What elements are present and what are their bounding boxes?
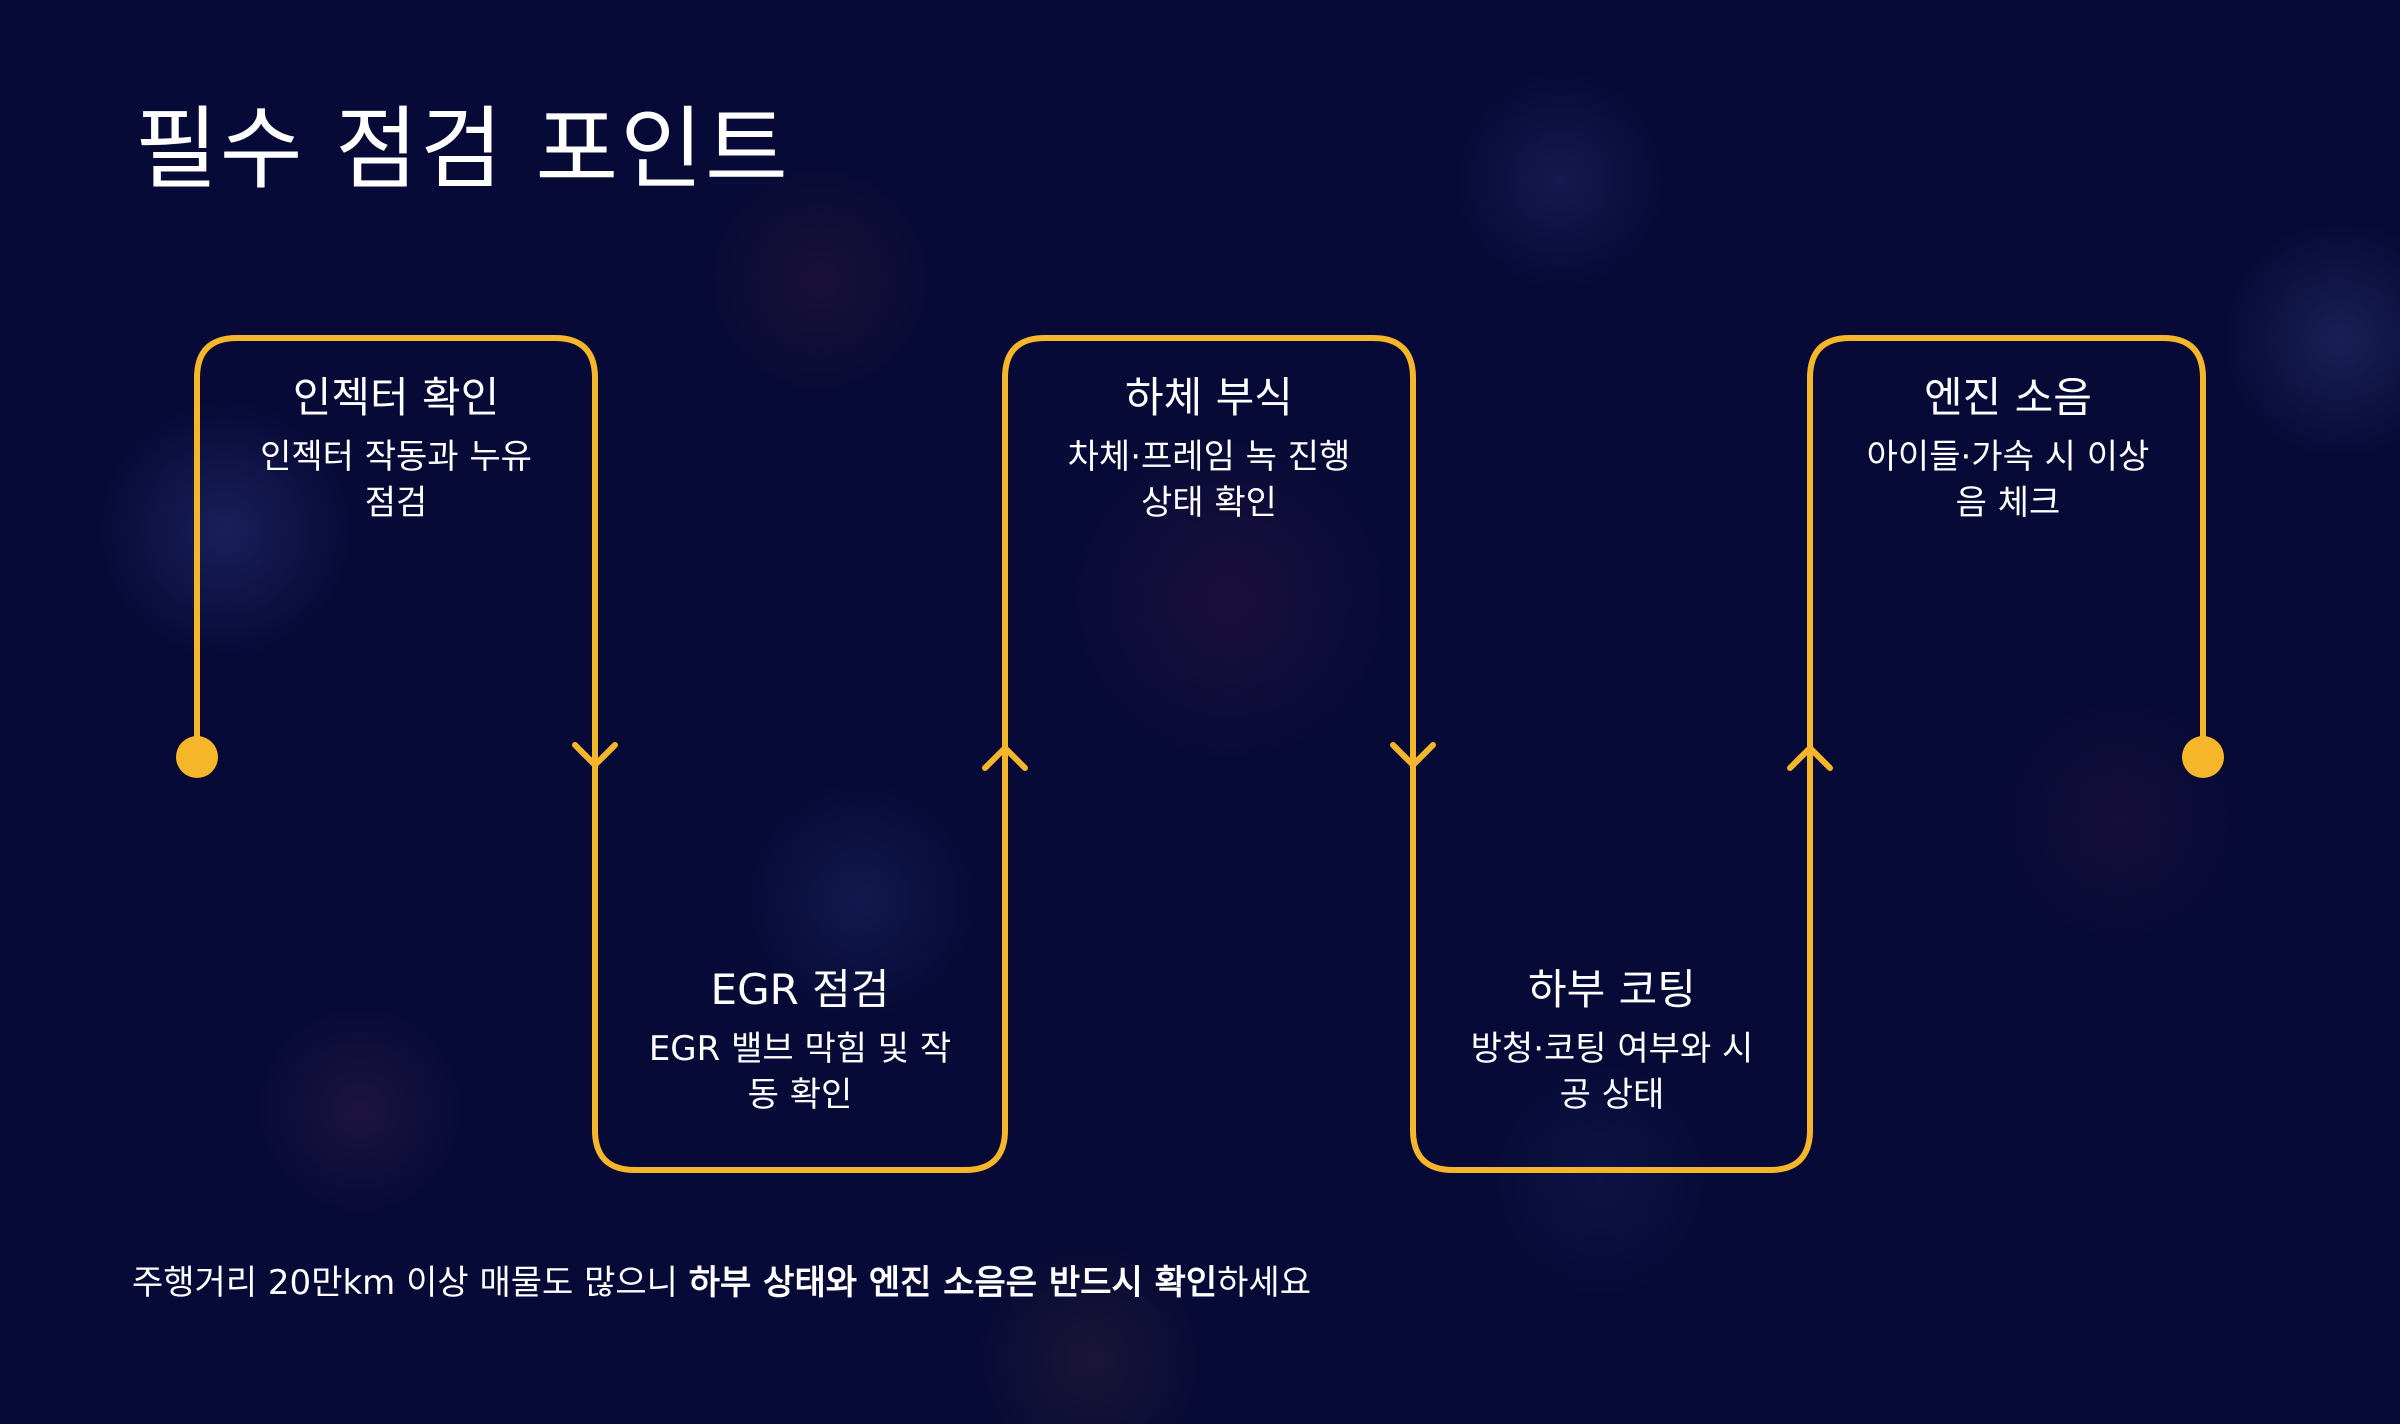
step-engine-noise: 엔진 소음 아이들·가속 시 이상 음 체크 <box>1843 370 2173 526</box>
flow-path <box>194 335 2206 1173</box>
arrow-up-icon <box>982 745 1028 771</box>
step-description: 방청·코팅 여부와 시 공 상태 <box>1470 1029 1754 1115</box>
step-title: EGR 점검 <box>710 965 890 1014</box>
step-egr: EGR 점검 EGR 밸브 막힘 및 작 동 확인 <box>635 962 965 1118</box>
footer-note: 주행거리 20만km 이상 매물도 많으니 하부 상태와 엔진 소음은 반드시 … <box>132 1260 1311 1306</box>
step-underbody-coating: 하부 코팅 방청·코팅 여부와 시 공 상태 <box>1447 962 1777 1118</box>
arrow-down-icon <box>572 742 618 768</box>
arrow-up-icon <box>1787 745 1833 771</box>
end-dot-icon <box>2182 736 2224 778</box>
step-title: 하부 코팅 <box>1528 965 1696 1014</box>
step-title: 하체 부식 <box>1125 373 1293 422</box>
arrow-down-icon <box>1390 742 1436 768</box>
step-description: EGR 밸브 막힘 및 작 동 확인 <box>648 1029 952 1115</box>
step-description: 차체·프레임 녹 진행 상태 확인 <box>1067 437 1351 523</box>
step-underbody-corrosion: 하체 부식 차체·프레임 녹 진행 상태 확인 <box>1044 370 1374 526</box>
step-description: 인젝터 작동과 누유 점검 <box>260 437 532 523</box>
start-dot-icon <box>176 736 218 778</box>
footer-suffix: 하세요 <box>1217 1263 1311 1303</box>
step-injector: 인젝터 확인 인젝터 작동과 누유 점검 <box>231 370 561 526</box>
footer-emphasis: 하부 상태와 엔진 소음은 반드시 확인 <box>688 1263 1218 1303</box>
step-title: 엔진 소음 <box>1924 373 2092 422</box>
footer-prefix: 주행거리 20만km 이상 매물도 많으니 <box>132 1263 689 1303</box>
step-title: 인젝터 확인 <box>292 373 500 422</box>
page-title: 필수 점검 포인트 <box>135 97 790 202</box>
step-description: 아이들·가속 시 이상 음 체크 <box>1866 437 2150 523</box>
